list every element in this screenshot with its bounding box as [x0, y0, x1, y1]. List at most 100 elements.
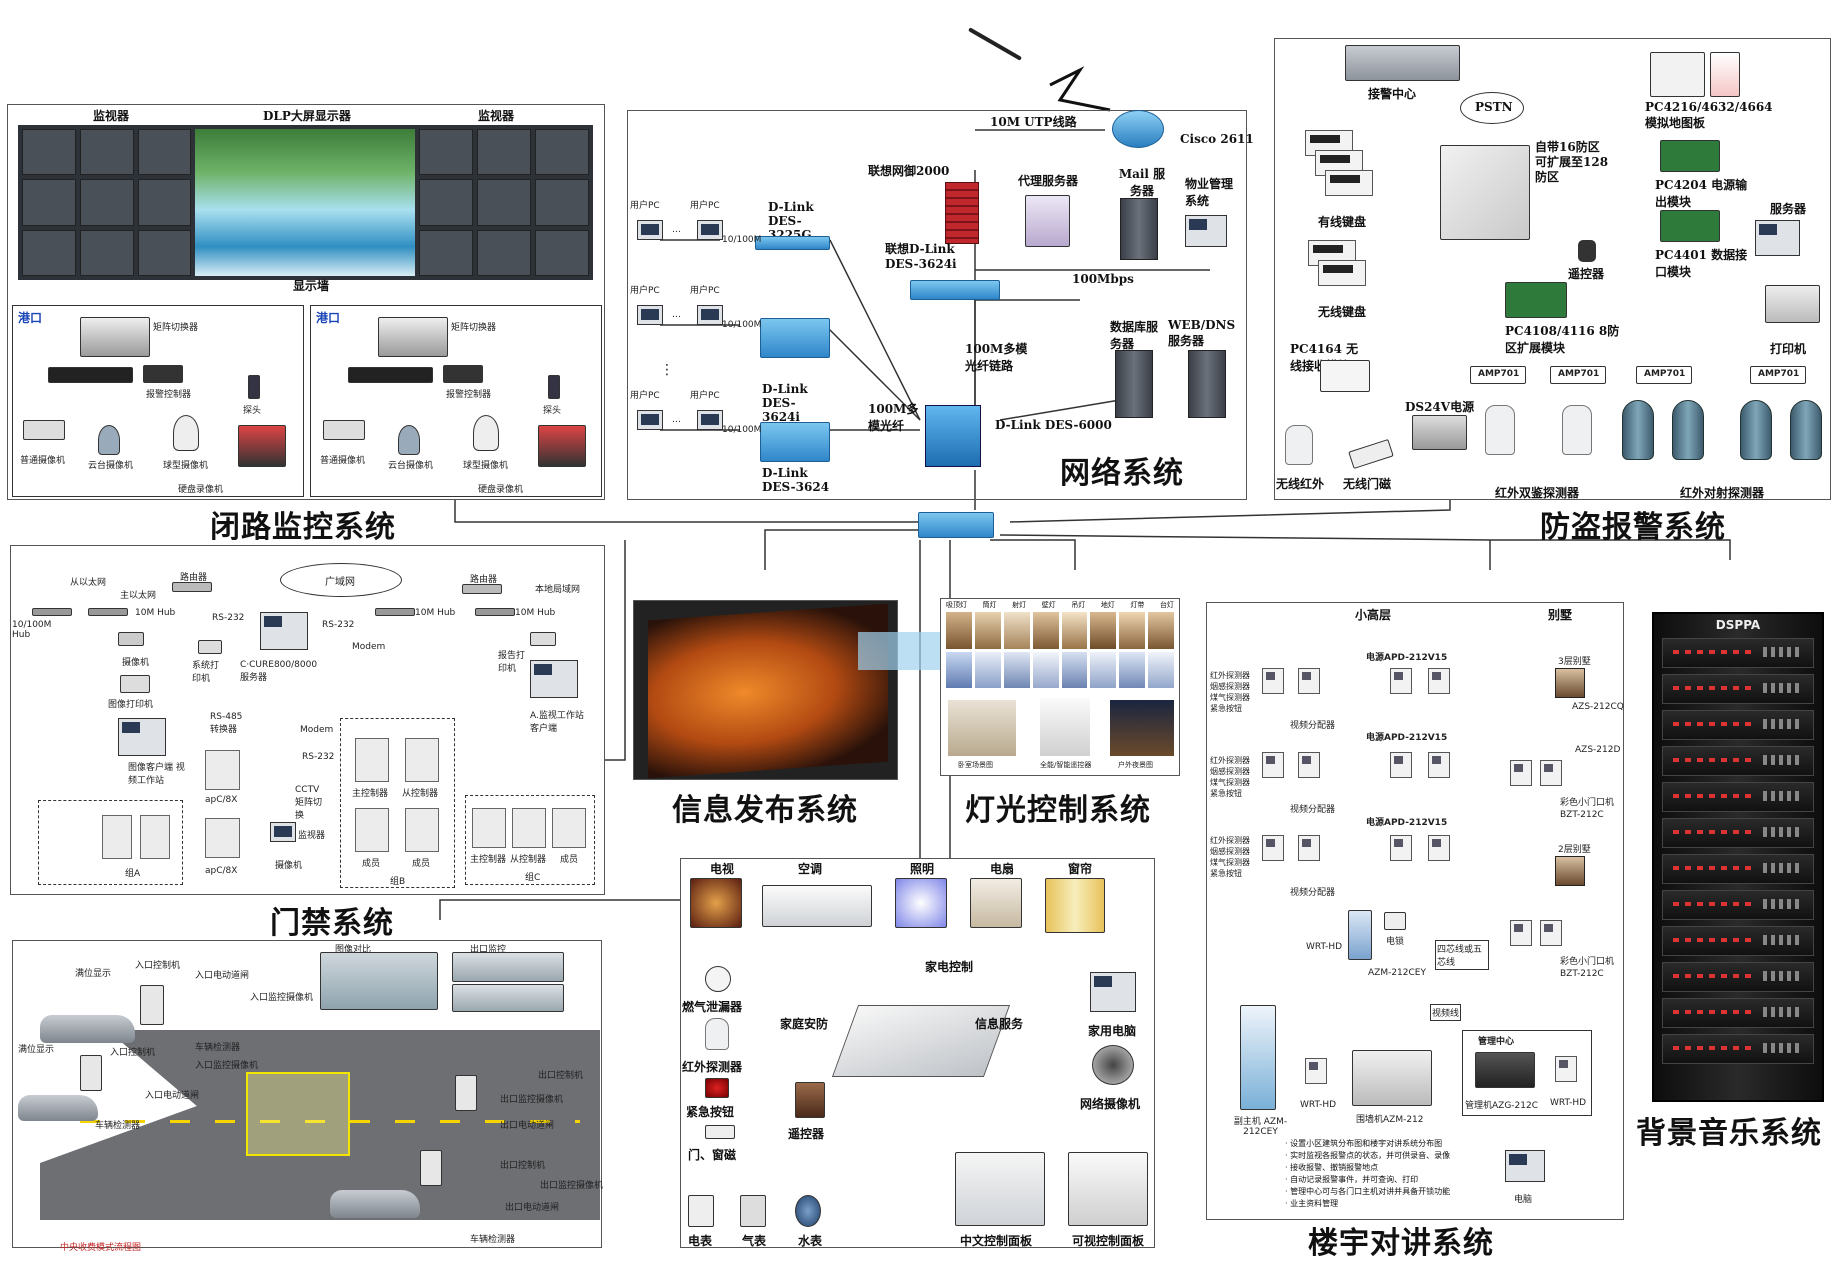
azs212d-label: AZS-212D	[1575, 745, 1621, 755]
detectors-label-3: 红外探测器 烟感探测器 煤气探测器 紧急按钮	[1210, 836, 1250, 878]
beam-4	[1790, 400, 1822, 460]
wireless-kp-label: 无线键盘	[1318, 305, 1367, 319]
switch-stack-a	[760, 318, 830, 358]
main-door-station	[1240, 1005, 1276, 1110]
wall-unit	[1352, 1050, 1432, 1106]
dvr-label-right: 硬盘录像机	[478, 485, 524, 495]
access-monitor-label: 监视器	[298, 831, 326, 841]
net-camera	[1092, 1045, 1134, 1085]
dvr-monitor-right	[538, 425, 586, 467]
entry-ctrl-label-1: 入口控制机	[135, 961, 181, 971]
monitor-screen-2	[452, 984, 564, 1012]
ellipsis-2: …	[672, 310, 681, 320]
cam1-label-right: 普通摄像机	[320, 456, 366, 466]
network-panel	[627, 110, 1247, 500]
wall-unit-label: 围墙机AZM-212	[1356, 1115, 1424, 1125]
mail-label: Mail 服务器	[1118, 167, 1166, 198]
user-pc-label-3a: 用户PC	[630, 391, 660, 401]
home-ir	[705, 1018, 729, 1050]
camera-dome-left	[173, 415, 199, 451]
group-b-member-1	[355, 808, 389, 852]
ellipsis-1: …	[672, 225, 681, 235]
wrt-unit-right	[1555, 1056, 1577, 1082]
probe-right	[548, 375, 560, 399]
group-b-master-label: 主控制器	[352, 789, 389, 799]
lamp-tile-16	[1148, 651, 1174, 688]
intercom-notes: · 设置小区建筑分布图和楼宇对讲系统分布图 · 实时监视各报警点的状态，并可供录…	[1285, 1138, 1485, 1210]
video-wall	[18, 125, 593, 280]
probe-left	[248, 375, 260, 399]
core-switch-des6000	[925, 405, 981, 467]
rack-unit-1	[1662, 638, 1814, 668]
lock-label: 电锁	[1386, 937, 1405, 947]
exit-cam-label-1: 出口监控摄像机	[500, 1095, 564, 1105]
dist-label-1: 视频分配器	[1290, 721, 1336, 731]
rack-unit-4	[1662, 746, 1814, 776]
cam2-label-right: 云台摄像机	[388, 461, 434, 471]
cam2-label-left: 云台摄像机	[88, 461, 134, 471]
home-pc	[1090, 972, 1136, 1012]
info-title: 信息发布系统	[672, 793, 858, 828]
indoor-unit-9	[1262, 835, 1284, 861]
firewall-label: 联想网御2000	[868, 164, 950, 178]
speed-label-1: 10/100M	[722, 235, 762, 245]
rack-unit-10	[1662, 962, 1814, 992]
video-line-label: 视频线	[1430, 1004, 1462, 1021]
vdots: ⋮	[660, 362, 674, 378]
indoor-unit-10	[1298, 835, 1320, 861]
beam-label: 红外对射探测器	[1680, 486, 1765, 500]
amp701-label-4: AMP701	[1758, 369, 1800, 379]
group-b-member-label-2: 成员	[412, 859, 431, 869]
compare-label: 图像对比	[335, 945, 372, 955]
rack-unit-3	[1662, 710, 1814, 740]
group-a-label: 组A	[125, 869, 141, 879]
light-icon	[895, 878, 947, 928]
alarm-server-pc	[1755, 220, 1800, 256]
network-title: 网络系统	[1060, 456, 1184, 491]
camera-ptz-right	[398, 425, 420, 455]
firewall-icon	[945, 182, 979, 244]
music-title: 背景音乐系统	[1636, 1116, 1822, 1151]
wired-kp-label: 有线键盘	[1318, 215, 1367, 229]
display-label-1: 满位显示	[75, 969, 112, 979]
group-c-member	[552, 808, 586, 848]
dlp-label: DLP大屏显示器	[263, 109, 351, 123]
switch-3225g	[755, 236, 830, 250]
alarm-main-panel	[1440, 145, 1530, 240]
curtain-label: 窗帘	[1068, 862, 1093, 876]
power-label-2: 电源APD-212V15	[1366, 733, 1448, 743]
rack-unit-6	[1662, 818, 1814, 848]
main-door-label: 副主机 AZM-212CEY	[1233, 1117, 1288, 1137]
villa-label: 别墅	[1548, 608, 1573, 622]
night-label: 户外夜景图	[1118, 761, 1153, 769]
lamp-tile-1	[946, 612, 972, 649]
car-2	[18, 1095, 98, 1121]
security-label: 家庭安防	[780, 1017, 829, 1031]
beam-3	[1740, 400, 1772, 460]
detectors-label-1: 红外探测器 烟感探测器 煤气探测器 紧急按钮	[1210, 671, 1250, 713]
camera-ptz-left	[98, 425, 120, 455]
remote-scene-label: 全能/智能遥控器	[1040, 761, 1092, 769]
alarm-controller-left	[143, 365, 183, 383]
exit-barrier-label-1: 出口电动道闸	[500, 1121, 555, 1131]
ir-wireless-label: 无线红外	[1276, 477, 1325, 491]
lan-out-label: 从以太网	[70, 578, 107, 588]
camera-dome-right	[473, 415, 499, 451]
group-b-slave	[405, 738, 439, 782]
info-screen	[648, 603, 888, 779]
exit-ctrl-label-1: 出口控制机	[538, 1071, 584, 1081]
cam1-label-left: 普通摄像机	[20, 456, 66, 466]
property-label: 物业管理系统	[1185, 177, 1234, 208]
note-5: · 管理中心可与各门口主机对讲并具备开锁功能	[1285, 1187, 1451, 1196]
appliance-label: 家电控制	[925, 960, 974, 974]
wired-keypad-3	[1325, 170, 1373, 196]
azm212cey-label: AZM-212CEY	[1368, 968, 1426, 978]
apc-1	[205, 750, 240, 790]
dist-label-2: 视频分配器	[1290, 805, 1336, 815]
ac-icon	[762, 885, 872, 927]
amp701-3	[1636, 366, 1692, 384]
apc-label-2: apC/8X	[205, 866, 238, 876]
elec-label: 电表	[688, 1234, 713, 1248]
user-pc-3b	[697, 410, 723, 430]
rack-unit-7	[1662, 854, 1814, 884]
